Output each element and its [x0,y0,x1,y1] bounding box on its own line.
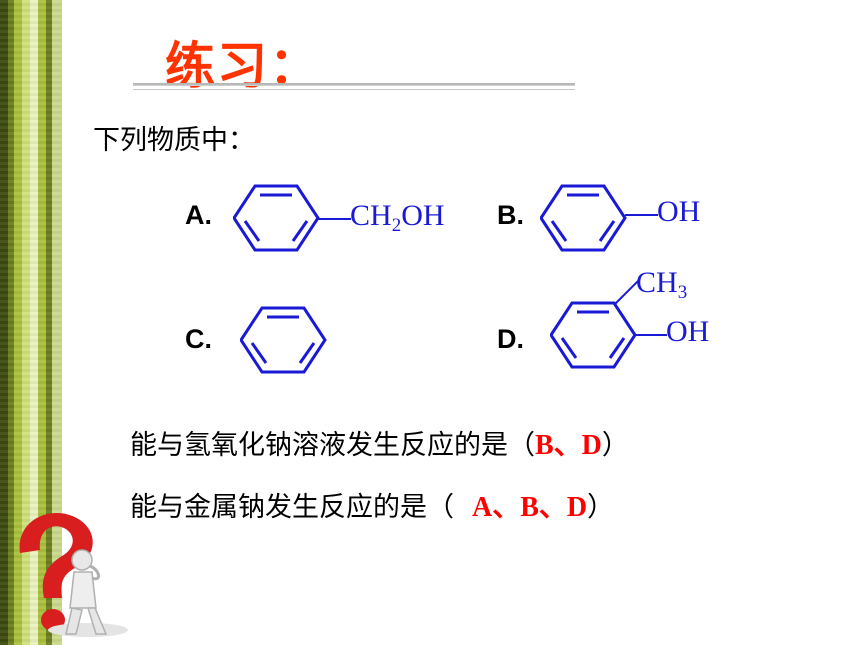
question-2-close: ） [587,492,615,523]
question-prompt: 下列物质中： [93,125,255,156]
option-d-label: D. [497,324,524,354]
benzene-ring-d [550,301,637,369]
question-1-close: ） [601,430,629,461]
question-1-text: 能与氢氧化钠溶液发生反应的是（ [130,430,535,461]
option-b-label: B. [497,200,524,230]
question-1-answer: B、D [535,430,602,461]
option-c-label: C. [185,324,212,354]
bond-d-methyl [613,280,639,306]
question-2-text: 能与金属钠发生反应的是（ [130,492,454,523]
title-underline-secondary [133,89,575,90]
bond-b [625,214,658,216]
benzene-ring-c [240,306,327,374]
benzene-ring-a [233,184,320,252]
question-2-answer: A、B、D [472,492,588,523]
formula-d-hydroxyl: OH [666,315,710,348]
question-mark-figure-icon [19,512,128,637]
decorative-side-band [0,0,62,645]
benzene-ring-b [540,184,627,252]
bond-a [318,218,351,220]
option-a-label: A. [185,200,212,230]
question-2: 能与金属钠发生反应的是（ A、B、D） [130,485,614,525]
question-1: 能与氢氧化钠溶液发生反应的是（B、D） [130,423,629,463]
formula-a: CH2OH [350,199,445,236]
bond-d-hydroxyl [634,334,667,336]
formula-b: OH [657,195,701,228]
slide-title: 练习： [165,37,321,95]
title-underline [133,83,575,86]
formula-d-methyl: CH3 [636,266,688,303]
